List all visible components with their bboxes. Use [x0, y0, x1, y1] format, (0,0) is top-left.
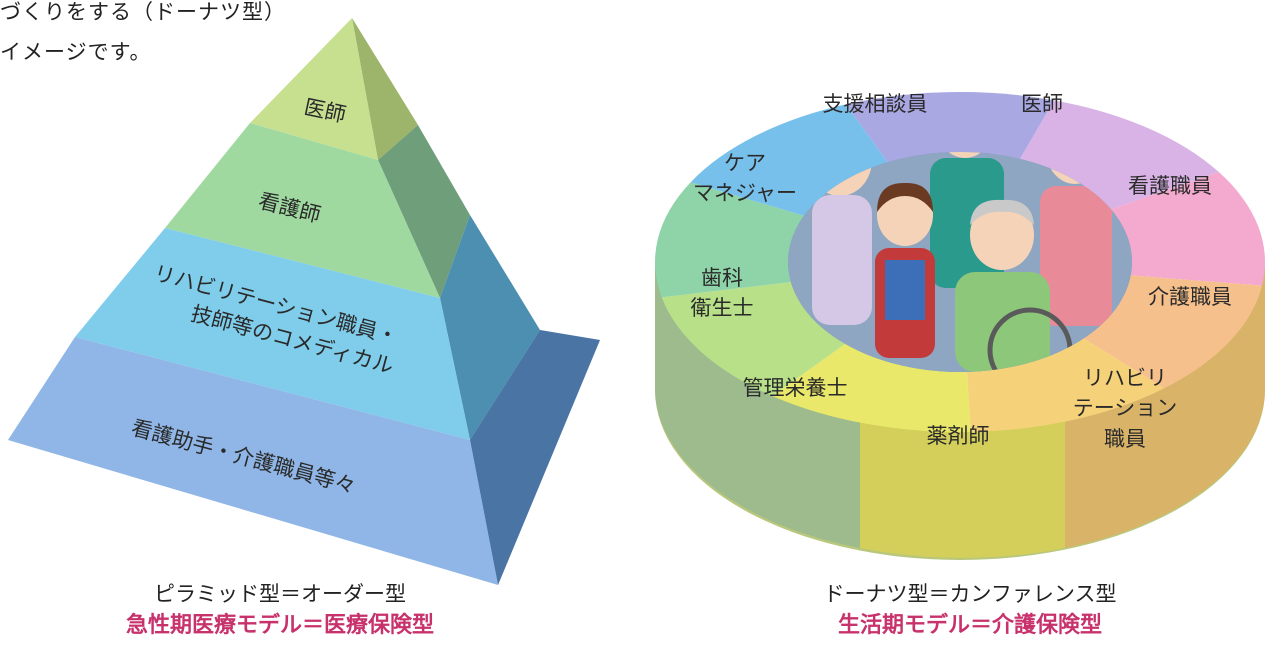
donut-label-care-worker: 介護職員: [1148, 285, 1232, 309]
intro-line-2: イメージです。: [0, 40, 152, 64]
family-illustration: [788, 152, 1132, 372]
pyramid-right-top: [352, 18, 418, 160]
donut-label-nursing-staff: 看護職員: [1128, 174, 1212, 198]
intro-line-1: づくりをする（ドーナツ型）: [0, 0, 286, 24]
pyramid-level-third: [75, 228, 470, 440]
donut-label-dental-2: 衛生士: [690, 296, 754, 320]
pyramid-level-second: [165, 123, 440, 298]
pyramid-caption-main: 急性期医療モデル＝医療保険型: [125, 613, 434, 638]
donut-label-dietitian: 管理栄養士: [742, 376, 848, 400]
donut-caption-sub: ドーナツ型＝カンファレンス型: [823, 582, 1117, 606]
pyramid-level-top: [250, 18, 378, 160]
donut-caption-main: 生活期モデル＝介護保険型: [837, 613, 1102, 638]
donut-label-pharmacist: 薬剤師: [926, 424, 990, 448]
pyramid-right-second: [378, 125, 470, 298]
donut-caption: ドーナツ型＝カンファレンス型 生活期モデル＝介護保険型: [790, 578, 1150, 642]
donut-label-care-manager-2: マネジャー: [693, 181, 797, 205]
donut-label-dental-1: 歯科: [701, 266, 743, 290]
donut-label-rehab-2: テーション: [1072, 396, 1178, 420]
pyramid-caption: ピラミッド型＝オーダー型 急性期医療モデル＝医療保険型: [95, 578, 465, 642]
donut-label-rehab-3: 職員: [1104, 427, 1146, 451]
intro-text: づくりをする（ドーナツ型） イメージです。: [0, 0, 286, 72]
pyramid-level-bottom: [8, 337, 498, 585]
pyramid-caption-sub: ピラミッド型＝オーダー型: [154, 582, 406, 606]
donut-label-care-manager-1: ケア: [724, 151, 766, 175]
pyramid-right-third: [440, 215, 540, 440]
pyramid-right-bottom: [470, 330, 600, 585]
donut-label-support-counselor: 支援相談員: [822, 92, 928, 116]
pyramid-diagram: [8, 18, 600, 585]
donut-label-doctor: 医師: [1021, 92, 1063, 116]
donut-label-rehab-1: リハビリ: [1083, 366, 1167, 390]
